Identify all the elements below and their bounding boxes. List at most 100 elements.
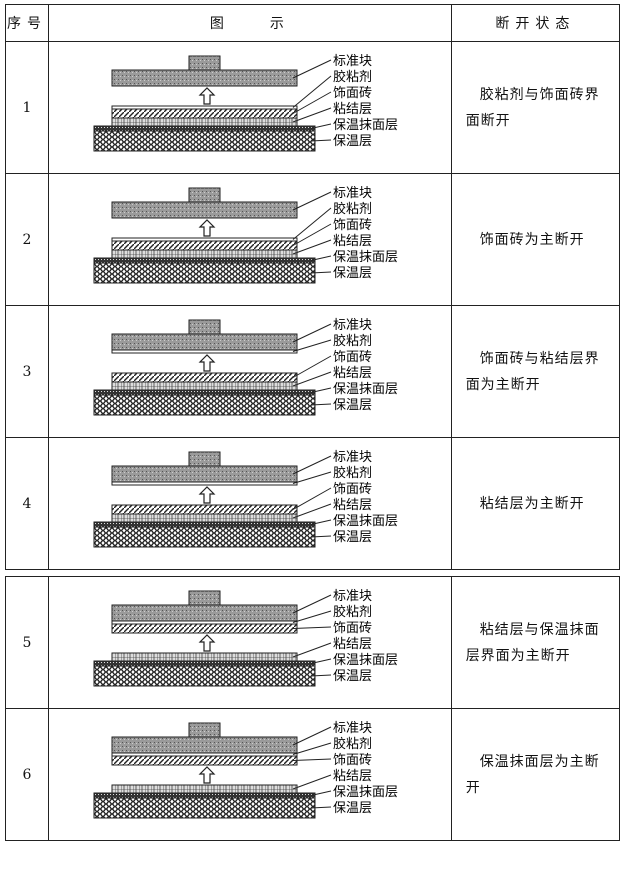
layer-label: 胶粘剂 <box>333 465 372 481</box>
layer-5 <box>93 262 316 284</box>
row-index: 5 <box>5 576 49 709</box>
break-state: 胶粘剂与饰面砖界面断开 <box>450 41 621 174</box>
header-index: 序号 <box>5 4 49 42</box>
layer-4 <box>93 792 316 799</box>
row-index: 4 <box>5 437 49 570</box>
layer-label: 保温抹面层 <box>333 382 398 397</box>
break-state: 保温抹面层为主断开 <box>450 708 621 841</box>
layer-label: 饰面砖 <box>333 350 372 365</box>
layer-label: 标准块 <box>333 318 372 333</box>
layer-label: 标准块 <box>333 186 372 201</box>
layer-0 <box>111 604 298 622</box>
layer-label: 胶粘剂 <box>333 604 372 620</box>
layer-5 <box>93 526 316 548</box>
layer-3 <box>111 249 298 259</box>
standard-block <box>188 451 221 467</box>
row-index: 1 <box>5 41 49 174</box>
layer-label: 粘结层 <box>333 366 372 381</box>
layer-label: 保温层 <box>333 669 372 684</box>
layer-label: 保温抹面层 <box>333 118 398 133</box>
layer-label: 粘结层 <box>333 498 372 513</box>
layer-3 <box>111 513 298 523</box>
layer-4 <box>93 257 316 264</box>
layer-5 <box>93 130 316 152</box>
layer-4 <box>93 660 316 667</box>
layer-4 <box>93 389 316 396</box>
arrow-up-icon <box>198 219 216 237</box>
diagram-cell: 标准块胶粘剂饰面砖粘结层保温抹面层保温层 <box>48 437 452 570</box>
layer-4 <box>93 521 316 528</box>
arrow-up-icon <box>198 87 216 105</box>
table-row: 2 标准块胶粘剂饰面砖粘结层保温抹面层保温层 饰面砖为主断开 <box>5 173 621 306</box>
break-state: 饰面砖为主断开 <box>450 173 621 306</box>
header-diagram: 图 示 <box>48 4 452 42</box>
table-row: 4 标准块胶粘剂饰面砖粘结层保温抹面层保温层 粘结层为主断开 <box>5 437 621 570</box>
layer-2 <box>111 372 298 383</box>
layer-0 <box>111 333 298 351</box>
layer-label: 饰面砖 <box>333 482 372 497</box>
layer-label: 胶粘剂 <box>333 736 372 752</box>
table-row: 3 标准块胶粘剂饰面砖粘结层保温抹面层保温层 饰面砖与粘结层界面为主断开 <box>5 305 621 438</box>
layer-2 <box>111 755 298 766</box>
table-row: 6 标准块胶粘剂饰面砖粘结层保温抹面层保温层 保温抹面层为主断开 <box>5 708 621 841</box>
layer-2 <box>111 623 298 634</box>
layer-label: 标准块 <box>333 54 372 69</box>
layer-0 <box>111 69 298 87</box>
diagram-cell: 标准块胶粘剂饰面砖粘结层保温抹面层保温层 <box>48 576 452 709</box>
break-state: 粘结层与保温抹面层界面为主断开 <box>450 576 621 709</box>
layer-label: 保温层 <box>333 134 372 149</box>
standard-block <box>188 55 221 71</box>
layer-label: 粘结层 <box>333 102 372 117</box>
layer-label: 饰面砖 <box>333 621 372 636</box>
layer-label: 粘结层 <box>333 769 372 784</box>
arrow-up-icon <box>198 634 216 652</box>
arrow-up-icon <box>198 486 216 504</box>
layer-3 <box>111 381 298 391</box>
layer-label: 保温抹面层 <box>333 653 398 668</box>
layer-label: 保温抹面层 <box>333 514 398 529</box>
standard-block <box>188 722 221 738</box>
layer-3 <box>111 784 298 794</box>
row-gap <box>5 569 620 577</box>
layer-label: 保温层 <box>333 398 372 413</box>
layer-2 <box>111 108 298 119</box>
row-index: 3 <box>5 305 49 438</box>
layer-0 <box>111 201 298 219</box>
layer-label: 标准块 <box>333 589 372 604</box>
layer-label: 保温层 <box>333 801 372 816</box>
layer-2 <box>111 504 298 515</box>
break-state: 饰面砖与粘结层界面为主断开 <box>450 305 621 438</box>
layer-label: 保温层 <box>333 266 372 281</box>
layer-3 <box>111 652 298 662</box>
layer-label: 饰面砖 <box>333 753 372 768</box>
diagram-cell: 标准块胶粘剂饰面砖粘结层保温抹面层保温层 <box>48 708 452 841</box>
table-row: 5 标准块胶粘剂饰面砖粘结层保温抹面层保温层 粘结层与保温抹面层界面为主断开 <box>5 576 621 709</box>
layer-3 <box>111 117 298 127</box>
layer-label: 保温抹面层 <box>333 250 398 265</box>
arrow-up-icon <box>198 354 216 372</box>
layer-label: 标准块 <box>333 721 372 736</box>
layer-label: 胶粘剂 <box>333 69 372 85</box>
arrow-up-icon <box>198 766 216 784</box>
layer-label: 饰面砖 <box>333 218 372 233</box>
row-index: 2 <box>5 173 49 306</box>
layer-5 <box>93 665 316 687</box>
layer-label: 粘结层 <box>333 234 372 249</box>
layer-4 <box>93 125 316 132</box>
layer-1 <box>111 349 298 354</box>
standard-block <box>188 187 221 203</box>
diagram-cell: 标准块胶粘剂饰面砖粘结层保温抹面层保温层 <box>48 173 452 306</box>
break-state: 粘结层为主断开 <box>450 437 621 570</box>
layer-2 <box>111 240 298 251</box>
layer-label: 保温层 <box>333 530 372 545</box>
layer-0 <box>111 736 298 754</box>
break-state-table: 序号 图 示 断开状态 1 标准块胶粘剂饰面砖粘结层保温抹面层保温层 胶粘剂与饰… <box>5 4 621 841</box>
layer-5 <box>93 394 316 416</box>
standard-block <box>188 319 221 335</box>
layer-label: 饰面砖 <box>333 86 372 101</box>
